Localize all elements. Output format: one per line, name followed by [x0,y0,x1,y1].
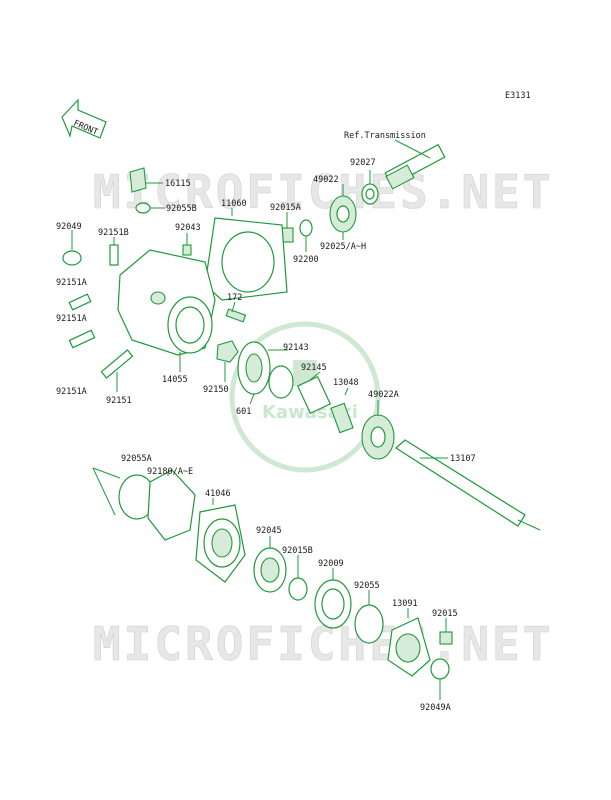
part-49022A-gear [361,414,395,460]
label-92055: 92055 [354,581,380,591]
label-13091: 13091 [392,599,418,609]
part-92143-spacer [268,365,294,399]
label-92043: 92043 [175,223,201,233]
part-92015B-nut [288,577,308,601]
part-labels: 16115 92055B 92049 92151B 92043 11060 92… [56,158,476,713]
label-92009: 92009 [318,559,344,569]
part-92151A-bolt-1 [68,293,92,311]
part-92049A-washer [430,658,450,680]
label-16115: 16115 [165,179,191,189]
watermark-top: MICROFICHES.NET [93,165,553,219]
part-92009-ring [314,579,352,629]
label-92025: 92025/A~H [320,242,366,252]
part-92151A-bolt-2 [68,329,96,349]
label-92151A-3: 92151A [56,387,87,397]
part-601-bearing [237,341,271,395]
front-arrow-icon: FRONT [61,98,107,139]
part-92150-nut [216,340,239,363]
part-11060-gasket [204,217,288,301]
label-92049A: 92049A [420,703,451,713]
watermark-bottom: MICROFICHES.NET [93,617,553,671]
leader-92055A [92,467,121,479]
label-92015B: 92015B [282,546,313,556]
label-41046: 41046 [205,489,231,499]
part-13048-coupling [330,402,354,434]
label-601: 601 [236,407,251,417]
label-13107: 13107 [450,454,476,464]
part-92145-spring [296,375,332,415]
label-14055: 14055 [162,375,188,385]
part-92045-bearing [253,547,287,593]
part-14055-housing [117,249,216,356]
part-172-stud [225,308,247,323]
part-92049-washer [62,250,82,266]
part-92151-bolt [100,349,134,379]
part-92043-pin [182,244,192,256]
part-49022-gear [329,195,357,233]
label-172: 172 [227,293,242,303]
part-92180-shim [147,469,196,541]
ref-transmission-label: Ref.Transmission [344,131,426,141]
label-92027: 92027 [350,158,376,168]
part-41046-housing [195,504,246,583]
label-92145: 92145 [301,363,327,373]
label-92143: 92143 [283,343,309,353]
label-92015A: 92015A [270,203,301,213]
label-92151: 92151 [106,396,132,406]
label-49022A: 49022A [368,390,399,400]
part-16115-cap [129,167,147,193]
label-92015: 92015 [432,609,458,619]
leader-lines [71,170,448,700]
part-92015-nut [439,631,453,645]
part-13107-shaft [395,439,541,531]
diagram-code: E3131 [505,91,531,101]
part-13091-cover [387,617,431,677]
label-92045: 92045 [256,526,282,536]
ref-transmission-shaft [384,139,446,190]
part-92151B-bolt [109,244,119,266]
label-11060: 11060 [221,199,247,209]
label-92151B: 92151B [98,228,129,238]
part-92200-washer [299,219,313,237]
part-92055-oring [354,604,384,644]
label-92151A-1: 92151A [56,278,87,288]
label-92055B: 92055B [166,204,197,214]
label-92151A-2: 92151A [56,314,87,324]
part-92055B-oring [135,202,151,214]
label-49022: 49022 [313,175,339,185]
label-92200: 92200 [293,255,319,265]
label-92049: 92049 [56,222,82,232]
label-92150: 92150 [203,385,229,395]
label-13048: 13048 [333,378,359,388]
label-92180: 92180/A~E [147,467,193,477]
label-92055A: 92055A [121,454,152,464]
